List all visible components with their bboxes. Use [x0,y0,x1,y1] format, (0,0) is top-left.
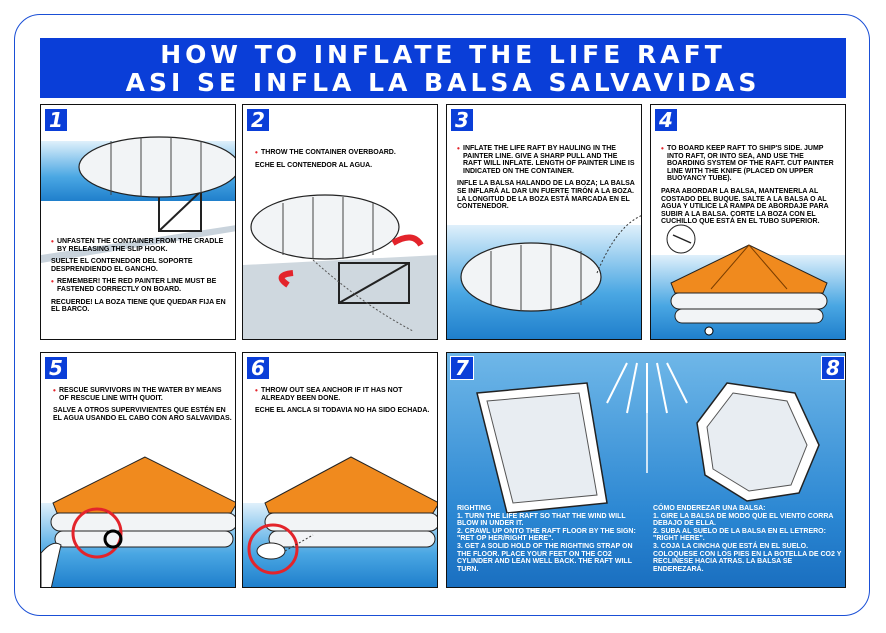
step-number-badge: 3 [450,108,474,132]
poster-title: HOW TO INFLATE THE LIFE RAFT ASI SE INFL… [40,38,846,98]
step-number-badge: 1 [44,108,68,132]
panel-2: 2 THROW THE CONTAINER OVERBOARD. ECHE EL… [242,104,438,340]
panel-2-text: THROW THE CONTAINER OVERBOARD. ECHE EL C… [255,149,435,174]
panel-3-text: INFLATE THE LIFE RAFT BY HAULING IN THE … [457,145,637,216]
step-number-badge-8: 8 [821,356,845,380]
board-raft-illustration [666,224,828,336]
panel-5: 5 RESCUE SURVIVORS IN THE WATER BY MEANS… [40,352,236,588]
step-number-badge: 2 [246,108,270,132]
righting-step: 2. SUBA AL SUELO DE LA BALSA EN EL LETRE… [653,527,826,543]
righting-step: 2. CRAWL UP ONTO THE RAFT FLOOR BY THE S… [457,527,636,543]
poster-frame [14,14,870,616]
panel-1: 1 UNFASTEN THE CONTAINER FROM THE CRADLE… [40,104,236,340]
step-number-badge: 5 [44,356,68,380]
righting-step: 3. COJA LA CINCHA QUE ESTÁ EN EL SUELO. … [653,542,842,573]
panel-4-text: TO BOARD KEEP RAFT TO SHIP'S SIDE. JUMP … [661,145,841,231]
panel-7-text: RIGHTING 1. TURN THE LIFE RAFT SO THAT T… [457,505,643,573]
panel-7-8: 7 8 RIGHTING 1. TURN THE LIFE RAFT SO TH… [446,352,846,588]
panel-5-text: RESCUE SURVIVORS IN THE WATER BY MEANS O… [53,387,233,427]
panel-1-text: UNFASTEN THE CONTAINER FROM THE CRADLE B… [51,238,231,319]
panel-4: 4 TO BOARD KEEP RAFT TO SHIP'S SIDE. JUM… [650,104,846,340]
panel-6-text: THROW OUT SEA ANCHOR IF IT HAS NOT ALREA… [255,387,435,420]
step-number-badge: 4 [654,108,678,132]
righting-step: 1. TURN THE LIFE RAFT SO THAT THE WIND W… [457,512,626,528]
title-english: HOW TO INFLATE THE LIFE RAFT [160,40,726,69]
panel-3: 3 INFLATE THE LIFE RAFT BY HAULING IN TH… [446,104,642,340]
panel-8-text: CÓMO ENDEREZAR UNA BALSA: 1. GIRE LA BAL… [653,505,842,573]
sea-anchor-illustration [247,456,437,575]
title-spanish: ASI SE INFLA LA BALSA SALVAVIDAS [125,68,761,97]
throw-container-illustration [243,194,437,339]
step-number-badge-7: 7 [450,356,474,380]
panel-6: 6 THROW OUT SEA ANCHOR IF IT HAS NOT ALR… [242,352,438,588]
righting-step: 1. GIRE LA BALSA DE MODO QUE EL VIENTO C… [653,512,834,528]
rescue-survivors-illustration [41,456,235,587]
step-number-badge: 6 [246,356,270,380]
inflate-raft-illustration [460,215,641,312]
righting-step: 3. GET A SOLID HOLD OF THE RIGHTING STRA… [457,542,633,573]
righting-raft-illustration [476,362,820,514]
